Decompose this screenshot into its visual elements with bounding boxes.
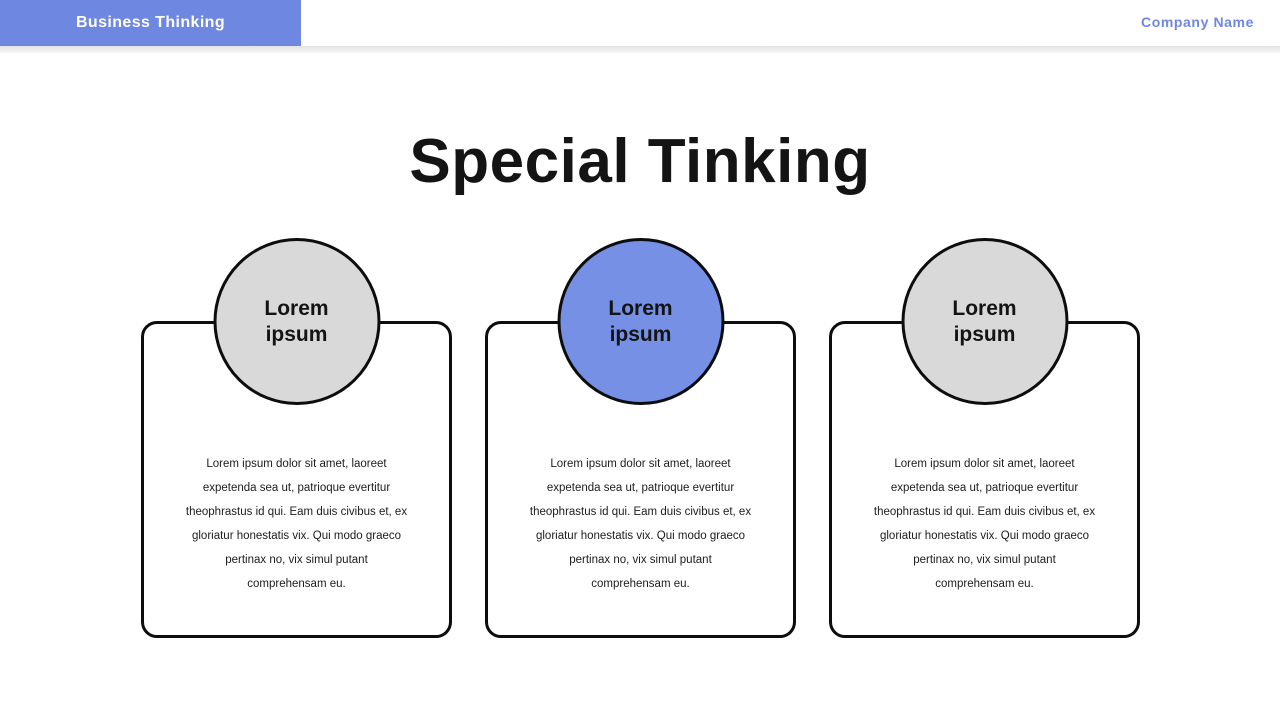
company-name-label: Company Name bbox=[1140, 14, 1254, 30]
card-1-body-text: Lorem ipsum dolor sit amet, laoreet expe… bbox=[185, 458, 408, 590]
card-3-body-text: Lorem ipsum dolor sit amet, laoreet expe… bbox=[873, 458, 1096, 590]
top-bar: Business Thinking Company Name bbox=[0, 0, 1280, 46]
card-2-circle: Lorem ipsum bbox=[557, 238, 724, 405]
info-card-2: Lorem ipsum Lorem ipsum dolor sit amet, … bbox=[485, 238, 796, 638]
slide-title: Special Tinking bbox=[409, 127, 871, 196]
slide-section-badge: Business Thinking bbox=[0, 0, 301, 46]
card-3-circle: Lorem ipsum bbox=[901, 238, 1068, 405]
info-card-3: Lorem ipsum Lorem ipsum dolor sit amet, … bbox=[829, 238, 1140, 638]
card-1-circle: Lorem ipsum bbox=[213, 238, 380, 405]
cards-row: Lorem ipsum Lorem ipsum dolor sit amet, … bbox=[141, 238, 1140, 638]
info-card-1: Lorem ipsum Lorem ipsum dolor sit amet, … bbox=[141, 238, 452, 638]
topbar-separator bbox=[0, 46, 1280, 53]
card-2-body-text: Lorem ipsum dolor sit amet, laoreet expe… bbox=[529, 458, 752, 590]
